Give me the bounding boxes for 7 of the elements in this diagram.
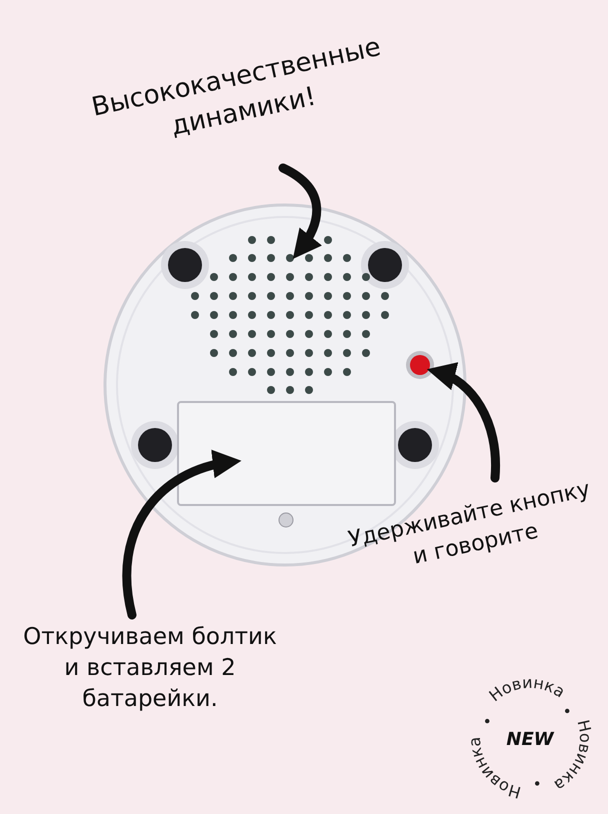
arrow bbox=[427, 364, 500, 482]
arrow bbox=[122, 450, 242, 620]
callout-text: Откручиваем болтик и вставляем 2 батарейки. bbox=[15, 622, 285, 716]
badge-text: Новинка bbox=[485, 672, 568, 706]
arrow bbox=[278, 164, 322, 260]
push-button bbox=[406, 351, 434, 379]
speaker-grille bbox=[191, 236, 389, 394]
